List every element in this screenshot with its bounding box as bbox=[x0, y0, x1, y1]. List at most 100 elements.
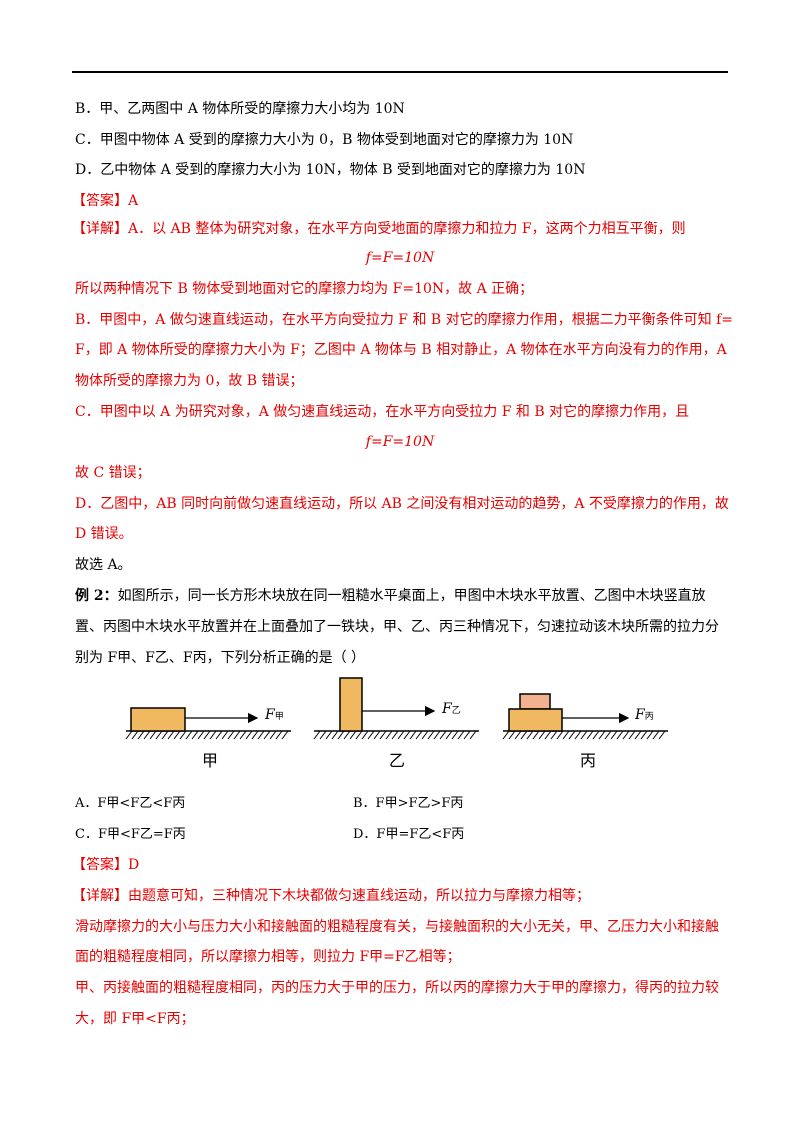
ground-hatch bbox=[325, 730, 333, 740]
ground-hatch bbox=[646, 730, 654, 740]
q1-detail-line: 物体所受的摩擦力为 0，故 B 错误； bbox=[75, 373, 304, 389]
ground-hatch bbox=[457, 730, 465, 740]
ground-hatch bbox=[233, 730, 241, 740]
figure-bing bbox=[502, 693, 668, 740]
ground-hatch bbox=[586, 730, 594, 740]
ground-hatch bbox=[269, 730, 277, 740]
ground-hatch bbox=[161, 730, 169, 740]
ground-hatch bbox=[469, 730, 477, 740]
ground-hatch bbox=[397, 730, 405, 740]
q1-option-b: B．甲、乙两图中 A 物体所受的摩擦力大小均为 10N bbox=[75, 101, 405, 117]
ground-hatch bbox=[167, 730, 175, 740]
ground-hatch bbox=[143, 730, 151, 740]
ground-hatch bbox=[131, 730, 139, 740]
ground-hatch bbox=[451, 730, 459, 740]
caption-yi: 乙 bbox=[389, 751, 406, 770]
q1-detail-line: 所以两种情况下 B 物体受到地面对它的摩擦力均为 F=10N，故 A 正确； bbox=[75, 281, 534, 297]
ground-hatch bbox=[385, 730, 393, 740]
q1-equation-1: f=F=10N bbox=[365, 250, 435, 266]
ground-hatch bbox=[197, 730, 205, 740]
ground-hatch bbox=[227, 730, 235, 740]
force-label-bing: F丙 bbox=[635, 707, 654, 723]
figure-yi bbox=[313, 677, 479, 740]
ground-hatch bbox=[580, 730, 588, 740]
ground-hatch bbox=[349, 730, 357, 740]
q1-detail-line: 【详解】A．以 AB 整体为研究对象，在水平方向受地面的摩擦力和拉力 F，这两个… bbox=[72, 221, 686, 237]
ground-hatch bbox=[343, 730, 351, 740]
q2-option-a: A．F甲<F乙<F丙 bbox=[75, 796, 186, 811]
ground-hatch bbox=[149, 730, 157, 740]
ground-hatch bbox=[209, 730, 217, 740]
ground-hatch bbox=[544, 730, 552, 740]
q1-detail-line: D．乙图中，AB 同时向前做匀速直线运动，所以 AB 之间没有相对运动的趋势，A… bbox=[75, 496, 729, 512]
ground-hatch bbox=[125, 730, 133, 740]
ground-hatch bbox=[403, 730, 411, 740]
ground-hatch bbox=[508, 730, 516, 740]
q2-detail-line: 面的粗糙程度相同，所以摩擦力相等，则拉力 F甲=F乙相等； bbox=[75, 949, 461, 965]
q2-option-c: C．F甲<F乙=F丙 bbox=[75, 827, 186, 842]
ground-hatch bbox=[415, 730, 423, 740]
q1-conclusion: 故选 A。 bbox=[75, 557, 132, 573]
q2-detail-line: 滑动摩擦力的大小与压力大小和接触面的粗糙程度有关，与接触面积的大小无关，甲、乙压… bbox=[75, 919, 719, 935]
q1-option-d: D．乙中物体 A 受到的摩擦力大小为 10N，物体 B 受到地面对它的摩擦力为 … bbox=[75, 162, 586, 178]
ground-hatch bbox=[445, 730, 453, 740]
ground-hatch bbox=[568, 730, 576, 740]
caption-bing: 丙 bbox=[580, 751, 597, 770]
caption-jia: 甲 bbox=[202, 751, 219, 770]
ground-hatch bbox=[433, 730, 441, 740]
ground-hatch bbox=[263, 730, 271, 740]
wood-block bbox=[508, 708, 563, 732]
header-rule bbox=[72, 71, 728, 73]
ground-hatch bbox=[640, 730, 648, 740]
ground-hatch bbox=[173, 730, 181, 740]
q1-option-c: C．甲图中物体 A 受到的摩擦力大小为 0，B 物体受到地面对它的摩擦力为 10… bbox=[75, 132, 574, 148]
force-label-yi: F乙 bbox=[442, 701, 461, 717]
q1-equation-2: f=F=10N bbox=[365, 434, 435, 450]
ground-hatch bbox=[421, 730, 429, 740]
ground-hatch bbox=[409, 730, 417, 740]
wood-block bbox=[130, 707, 186, 732]
q2-label: 例 2： bbox=[75, 588, 118, 604]
q2-option-b: B．F甲>F乙>F丙 bbox=[353, 796, 464, 811]
ground-hatch bbox=[367, 730, 375, 740]
ground-hatch bbox=[313, 730, 321, 740]
figure-jia bbox=[125, 707, 291, 740]
q2-option-d: D．F甲=F乙<F丙 bbox=[353, 827, 465, 842]
iron-block bbox=[519, 693, 551, 710]
q2-stem-line-1: 例 2：如图所示，同一长方形木块放在同一粗糙水平桌面上，甲图中木块水平放置、乙图… bbox=[75, 586, 706, 606]
ground-hatch bbox=[239, 730, 247, 740]
ground-hatch bbox=[191, 730, 199, 740]
ground-hatch bbox=[257, 730, 265, 740]
ground-hatch bbox=[331, 730, 339, 740]
ground-hatch bbox=[355, 730, 363, 740]
ground-hatch bbox=[155, 730, 163, 740]
ground-hatch bbox=[203, 730, 211, 740]
q2-stem-line-2: 置、丙图中木块水平放置并在上面叠加了一铁块，甲、乙、丙三种情况下，匀速拉动该木块… bbox=[75, 619, 719, 635]
ground-hatch bbox=[361, 730, 369, 740]
q2-stem-text: 如图所示，同一长方形木块放在同一粗糙水平桌面上，甲图中木块水平放置、乙图中木块竖… bbox=[117, 588, 706, 604]
ground-hatch bbox=[185, 730, 193, 740]
ground-hatch bbox=[379, 730, 387, 740]
ground-hatch bbox=[592, 730, 600, 740]
ground-hatch bbox=[319, 730, 327, 740]
ground-hatch bbox=[439, 730, 447, 740]
ground-hatch bbox=[373, 730, 381, 740]
force-label-jia: F甲 bbox=[265, 707, 284, 723]
q2-detail-line: 大，即 F甲<F丙； bbox=[75, 1011, 195, 1027]
ground-hatch bbox=[532, 730, 540, 740]
ground-hatch bbox=[526, 730, 534, 740]
ground-hatch bbox=[427, 730, 435, 740]
ground-hatch bbox=[391, 730, 399, 740]
ground-hatch bbox=[463, 730, 471, 740]
q1-detail-line: 故 C 错误； bbox=[75, 465, 151, 481]
ground-hatch bbox=[221, 730, 229, 740]
q2-detail-line: 甲、丙接触面的粗糙程度相同，丙的压力大于甲的压力，所以丙的摩擦力大于甲的摩擦力，… bbox=[75, 980, 719, 996]
ground-hatch bbox=[179, 730, 187, 740]
ground-hatch bbox=[514, 730, 522, 740]
q1-detail-line: B．甲图中，A 做匀速直线运动，在水平方向受拉力 F 和 B 对它的摩擦力作用，… bbox=[75, 312, 734, 328]
ground-hatch bbox=[502, 730, 510, 740]
ground-hatch bbox=[652, 730, 660, 740]
ground-hatch bbox=[251, 730, 259, 740]
ground-hatch bbox=[622, 730, 630, 740]
ground-hatch bbox=[658, 730, 666, 740]
